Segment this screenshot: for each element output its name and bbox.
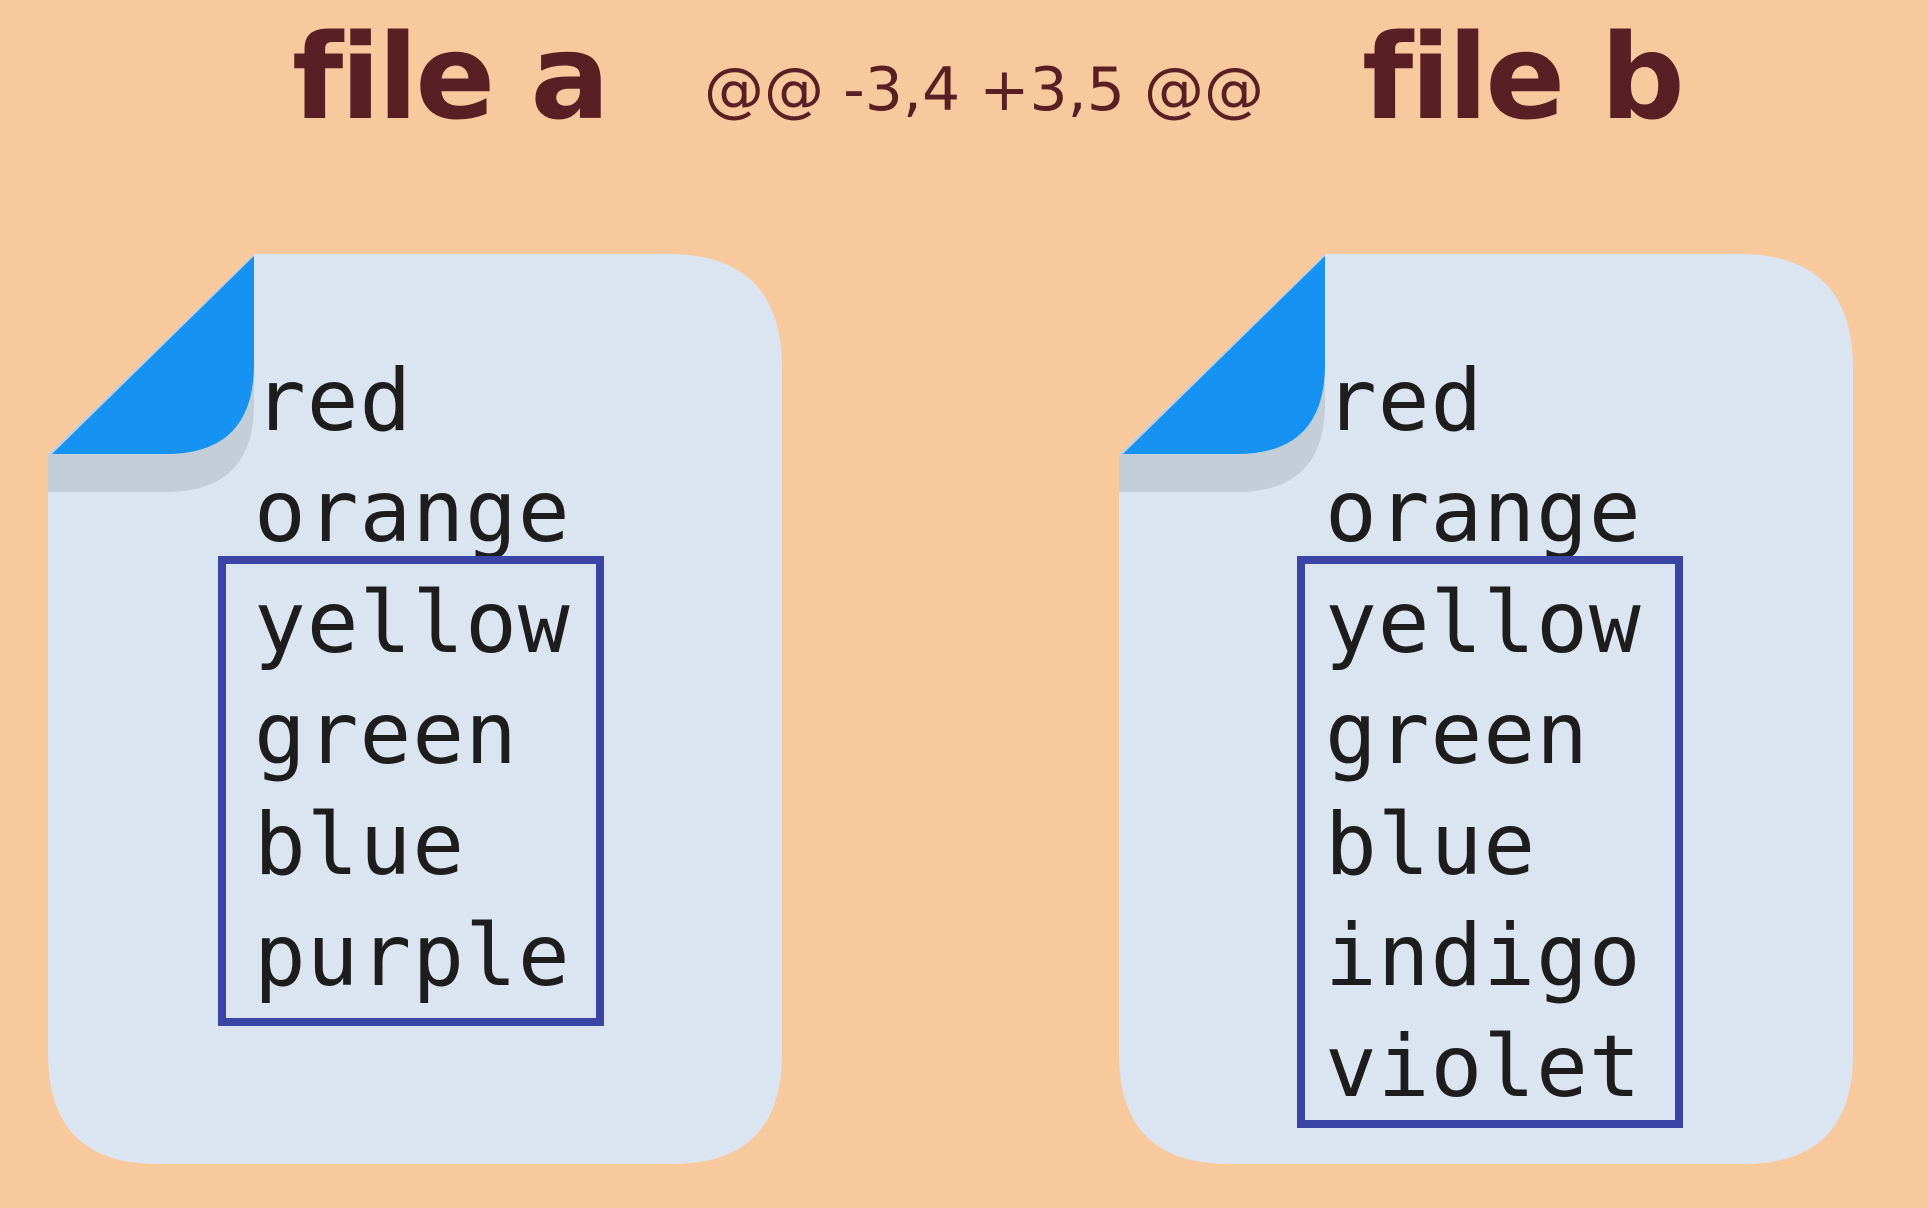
file-a-line: red: [254, 351, 413, 451]
page-fold-corner: [52, 256, 254, 454]
file-b-line: indigo: [1325, 906, 1642, 1006]
file-b-document: red orange yellow green blue indigo viol…: [1119, 254, 1853, 1164]
page-fold-corner: [1123, 256, 1325, 454]
hunk-header: @@ -3,4 +3,5 @@: [704, 55, 1264, 125]
file-b-line: yellow: [1325, 573, 1642, 673]
file-a-line: purple: [254, 906, 571, 1006]
file-a-hunk-box: [218, 556, 604, 1026]
file-b-line: blue: [1325, 795, 1537, 895]
file-b-title: file b: [1362, 8, 1685, 146]
file-a-title: file a: [292, 8, 610, 146]
file-a-line: yellow: [254, 573, 571, 673]
file-b-line: red: [1325, 351, 1484, 451]
file-b-hunk-box: [1297, 556, 1683, 1128]
file-a-line: blue: [254, 795, 466, 895]
file-b-line: orange: [1325, 462, 1642, 562]
file-a-line: orange: [254, 462, 571, 562]
file-b-line: green: [1325, 684, 1589, 784]
file-a-line: green: [254, 684, 518, 784]
file-a-document: red orange yellow green blue purple: [48, 254, 782, 1164]
file-b-line: violet: [1325, 1017, 1642, 1117]
